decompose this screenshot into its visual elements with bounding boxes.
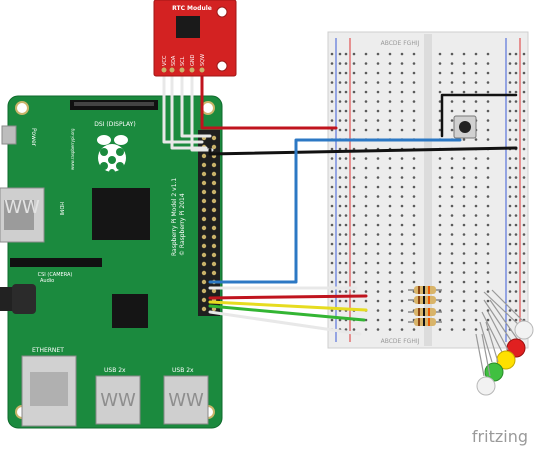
model-text-line1: Raspberry Pi Model 2 v1.1 (171, 178, 178, 256)
wire-white-scl (180, 66, 212, 138)
usb-glyph-icon: WW (100, 390, 136, 411)
wires (162, 66, 518, 336)
rtc-mount-hole (216, 6, 228, 18)
pi-url-text: www.raspberrypi.org (70, 128, 75, 170)
wire-white-led-2 (208, 310, 362, 336)
dsi-label: DSI (DISPLAY) (94, 121, 135, 128)
wire-blue-button (208, 138, 462, 284)
led-white-2 (475, 333, 496, 396)
resistor (408, 296, 442, 304)
wire-black-button (440, 93, 518, 138)
led-white (483, 289, 534, 340)
hdmi-glyph-icon: WW (4, 197, 40, 218)
ethernet-label: ETHERNET (32, 347, 64, 354)
power-connector (1, 125, 17, 145)
rtc-header-pins (161, 67, 205, 73)
usb-port-1 (95, 375, 141, 425)
wire-white-vcc (162, 66, 204, 144)
ethernet-port-inner (30, 372, 68, 406)
breadboard-channel (424, 34, 432, 346)
resistor (408, 286, 442, 294)
audio-jack (12, 284, 36, 314)
rtc-pin-gnd: GND (190, 54, 196, 66)
rtc-title: RTC Module (172, 5, 212, 12)
usb-controller-chip (112, 294, 148, 328)
rtc-pin-sqw: SQW (200, 54, 206, 66)
push-button (453, 115, 477, 139)
rtc-pin-scl: SCL (180, 56, 186, 66)
resistor (408, 318, 442, 326)
dsi-connector-slot (74, 102, 154, 106)
leds (475, 289, 534, 396)
fritzing-watermark: fritzing (472, 427, 528, 446)
resistors (408, 286, 442, 326)
wire-red-power (200, 66, 338, 130)
led-yellow (481, 311, 516, 370)
hdmi-port-inner (4, 200, 34, 230)
usb-port-2 (163, 375, 209, 425)
rtc-pin-sda: SDA (171, 55, 177, 66)
pi-pcb (7, 95, 223, 429)
raspberry-pi-board: DSI (DISPLAY) www.raspberrypi.org Power … (0, 95, 223, 429)
wire-red-led (208, 294, 368, 300)
model-text-line2: © Raspberry Pi 2014 (179, 193, 186, 256)
csi-connector (10, 258, 102, 267)
wire-white-sda (170, 66, 208, 150)
csi-label: CSI (CAMERA) (38, 272, 73, 278)
raspberry-logo-icon (97, 135, 128, 175)
breadboard-top-letters: ABCDE FGHIJ (381, 40, 420, 47)
rtc-module: RTC Module VCC SDA SCL GND SQW (153, 0, 237, 77)
usb1-label: USB 2x (104, 367, 126, 374)
rtc-pin-vcc: VCC (162, 55, 168, 66)
usb-glyph-icon: WW (168, 390, 204, 411)
soc-chip (92, 188, 150, 240)
hdmi-label: HDMI (58, 202, 64, 215)
rtc-mount-hole (216, 60, 228, 72)
resistor (408, 308, 442, 316)
rtc-chip (176, 16, 200, 38)
usb2-label: USB 2x (172, 367, 194, 374)
wire-green-led (208, 304, 366, 322)
audio-jack-plug (0, 287, 14, 311)
audio-label: Audio (40, 278, 54, 284)
push-button-cap (459, 121, 471, 133)
wire-black-ground (208, 146, 518, 156)
gpio-header (198, 130, 220, 316)
wire-white-gnd (190, 66, 214, 152)
mounting-hole (15, 101, 29, 115)
power-label: Power (30, 128, 37, 147)
wire-yellow-led (208, 300, 368, 312)
breadboard-bottom-letters: ABCDE FGHIJ (381, 338, 420, 345)
mounting-hole (201, 101, 215, 115)
